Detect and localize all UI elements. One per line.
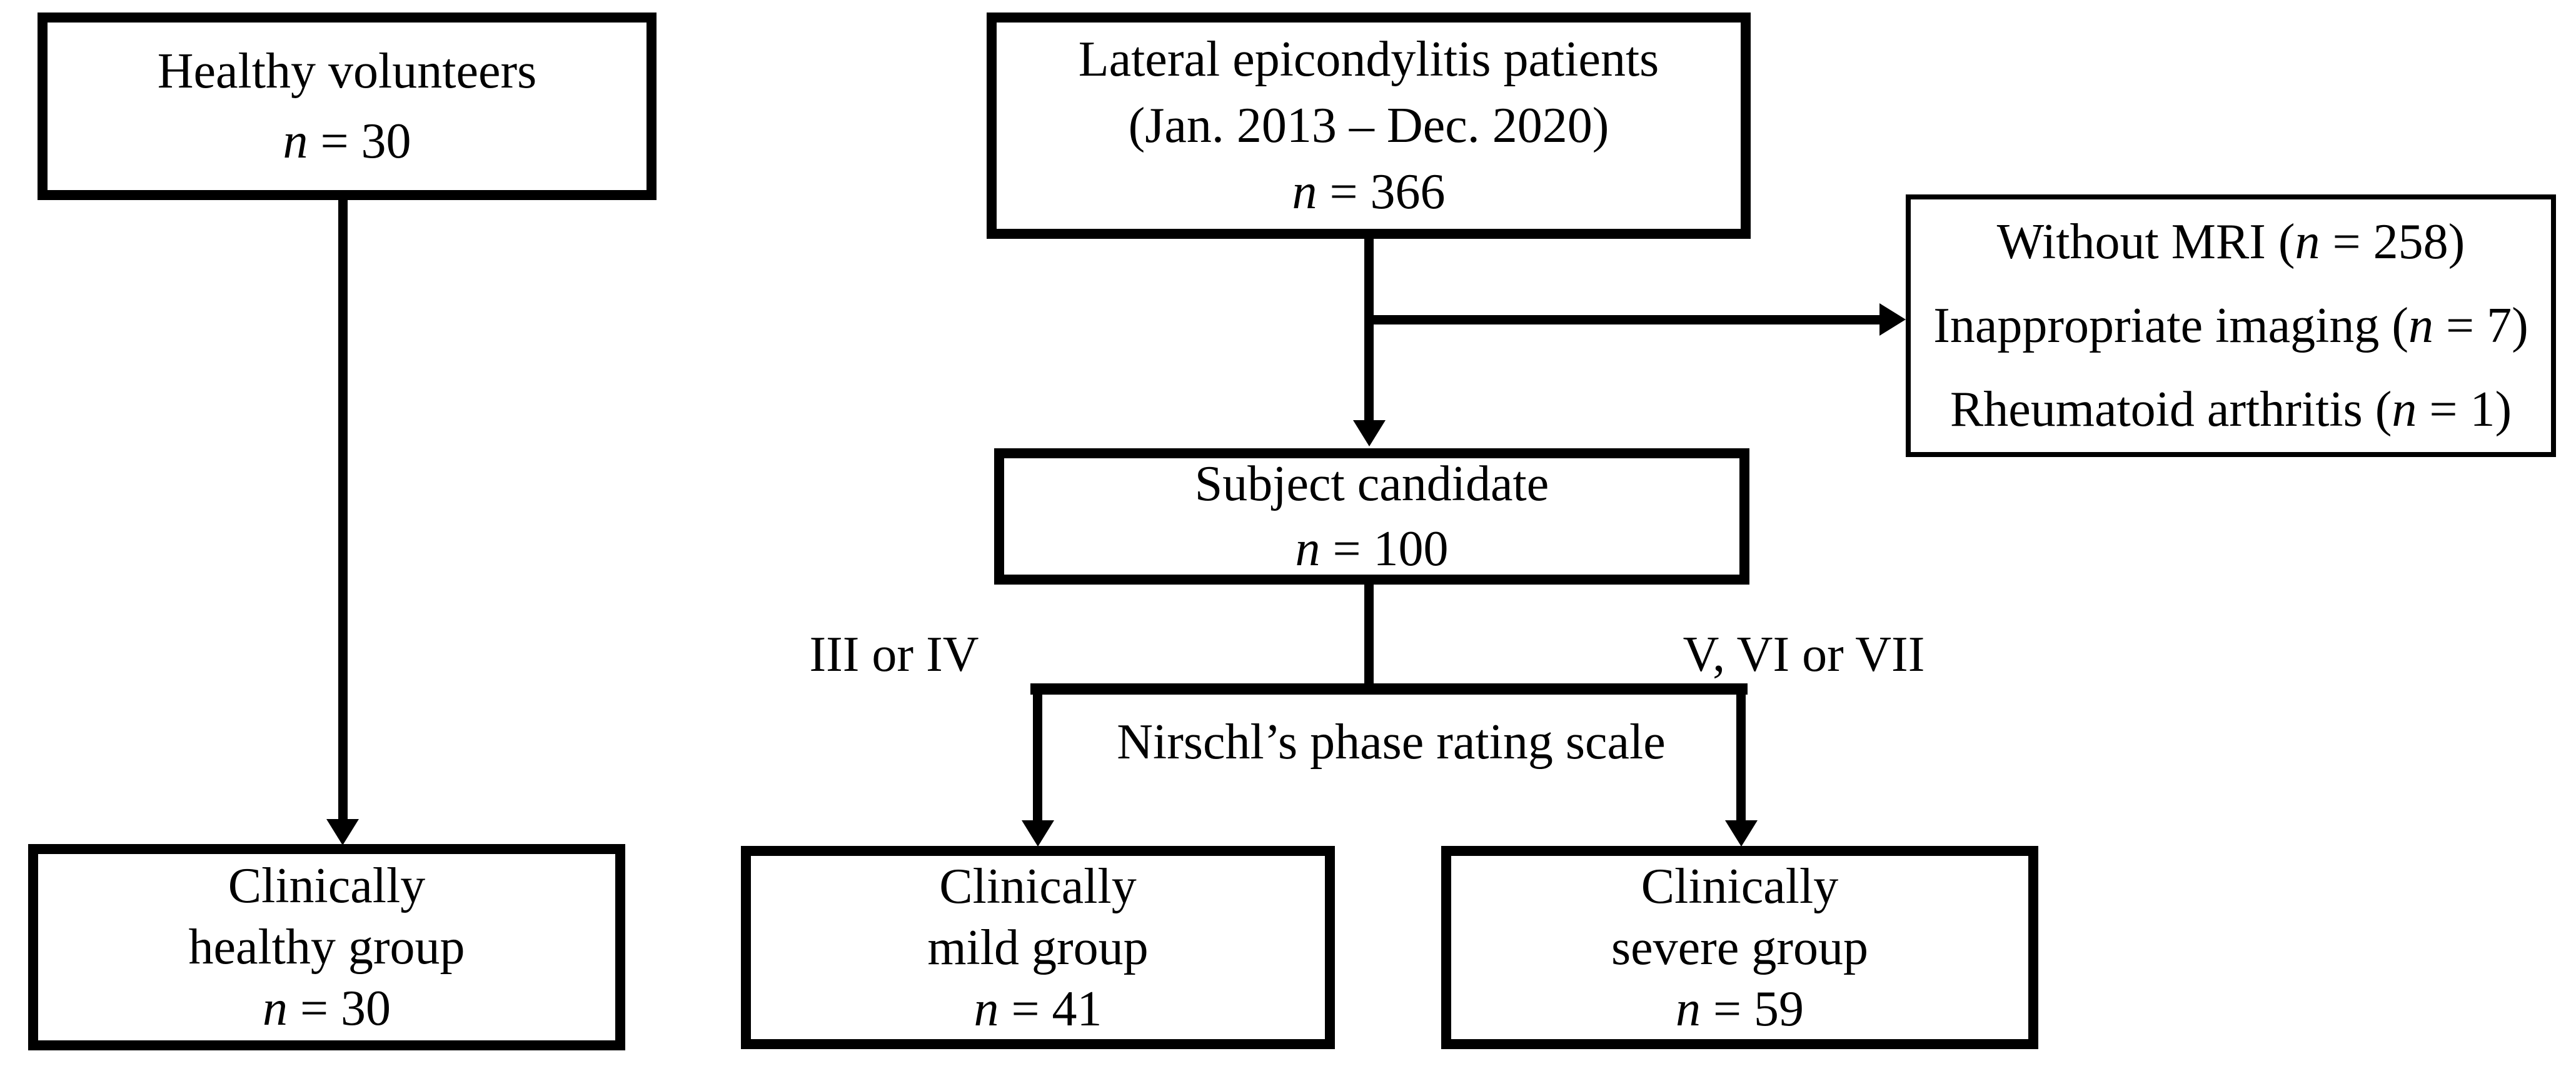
arrow-patients-to-subject-line (1364, 238, 1374, 422)
label-nirschl-scale: Nirschl’s phase rating scale (1117, 715, 1666, 770)
arrow-split-to-severe-head-icon (1725, 820, 1758, 847)
arrow-healthy-to-healthy-group-head-icon (326, 819, 359, 845)
label-right-branch-grade: V, VI or VII (1683, 627, 1925, 682)
split-bar-line (1030, 683, 1748, 695)
box-exclusions: Without MRI (n = 258)Inappropriate imagi… (1906, 194, 2556, 457)
arrow-split-to-severe-line (1736, 683, 1746, 822)
arrow-split-to-mild-head-icon (1022, 820, 1054, 847)
subject-to-split-line (1364, 583, 1374, 691)
arrow-split-to-mild-line (1033, 683, 1042, 822)
arrow-patients-to-subject-head-icon (1353, 420, 1386, 446)
arrow-to-exclusions-line (1364, 315, 1882, 324)
arrow-healthy-to-healthy-group-line (338, 199, 348, 821)
arrow-to-exclusions-head-icon (1879, 303, 1906, 336)
label-left-branch-grade: III or IV (809, 627, 979, 682)
box-lateral-epicondylitis-patients: Lateral epicondylitis patients(Jan. 2013… (987, 13, 1751, 239)
